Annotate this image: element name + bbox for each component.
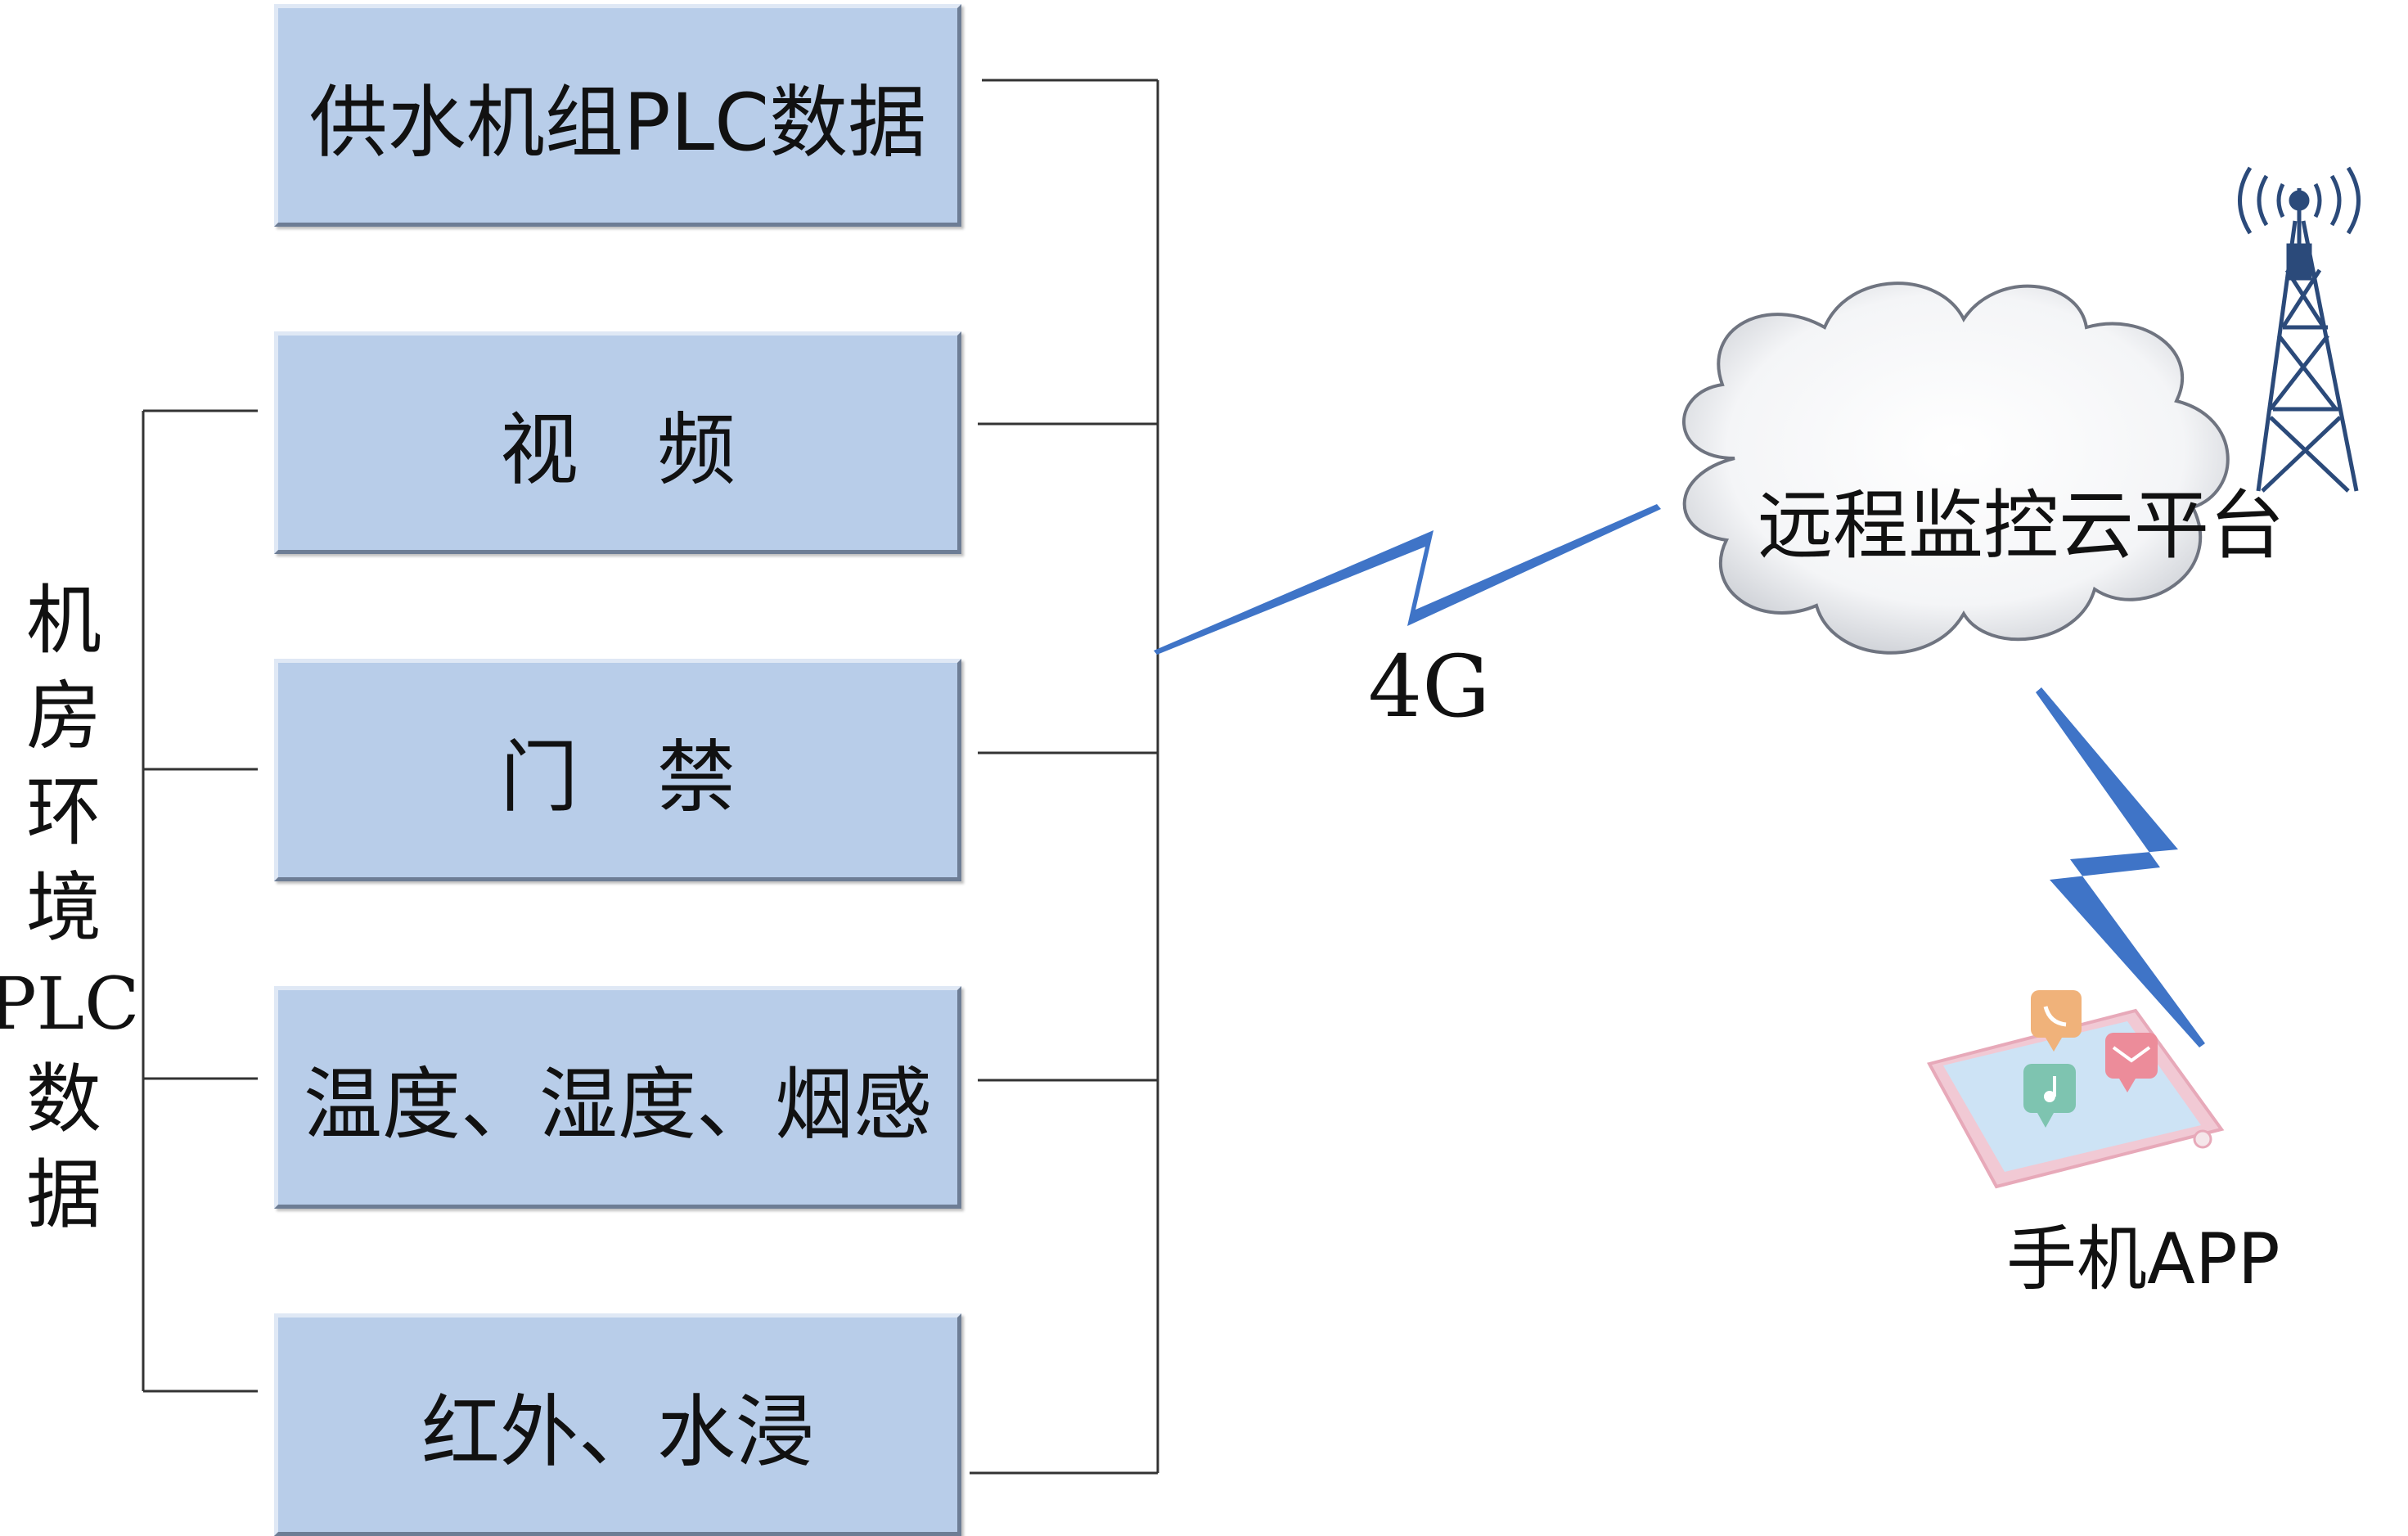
- left-label-char: 境: [25, 864, 101, 952]
- left-label-char: 数: [25, 1056, 101, 1143]
- right-bracket: [970, 79, 1159, 1475]
- cloud-platform-label: 远程监控云平台: [1758, 482, 2285, 570]
- left-label-machine-room-plc: 机 房 环 境 PLC 数 据: [0, 573, 140, 1243]
- cloud-icon: [1682, 282, 2230, 655]
- box-label: 门 禁: [500, 731, 736, 823]
- cell-tower-icon: [2238, 166, 2361, 493]
- left-label-char: 环: [25, 768, 101, 856]
- left-label-char: 机: [25, 577, 101, 664]
- left-bracket: [142, 409, 258, 1393]
- left-label-char: 房: [25, 673, 101, 760]
- box-label: 红外、水浸: [421, 1385, 814, 1478]
- app-label: 手机APP: [2006, 1218, 2280, 1300]
- lightning-bolt-icon: [1154, 504, 1661, 655]
- box-water-supply-plc: 供水机组PLC数据: [274, 4, 961, 227]
- box-label: 视 频: [500, 403, 736, 496]
- box-infrared-flood: 红外、水浸: [274, 1313, 961, 1536]
- box-label: 温度、湿度、烟感: [304, 1058, 932, 1151]
- left-label-char: PLC: [0, 962, 140, 1046]
- box-access-control: 门 禁: [274, 659, 961, 881]
- box-video: 视 频: [274, 331, 961, 554]
- box-label: 供水机组PLC数据: [308, 76, 927, 169]
- phone-app-icon: [1927, 990, 2225, 1189]
- box-temp-humidity-smoke: 温度、湿度、烟感: [274, 986, 961, 1209]
- left-label-char: 据: [25, 1151, 101, 1239]
- lightning-bolt-icon: [2036, 687, 2205, 1047]
- link-4g-label: 4G: [1368, 637, 1491, 736]
